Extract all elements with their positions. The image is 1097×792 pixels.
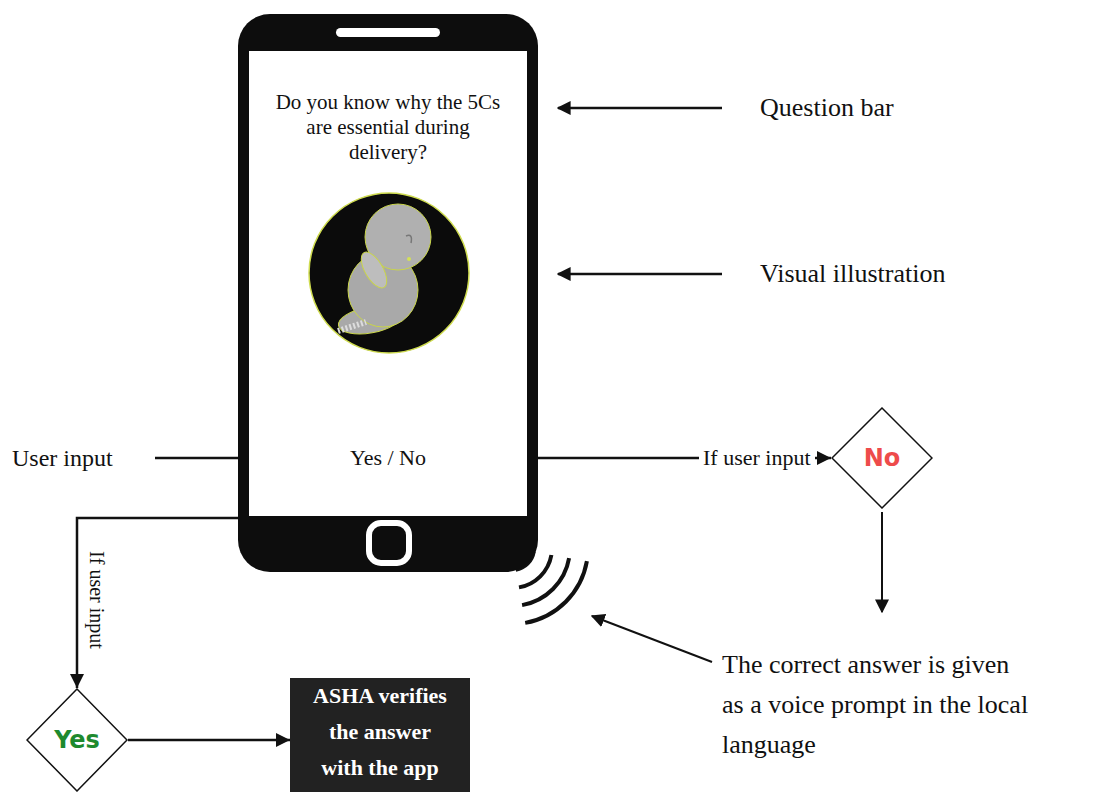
question-text: Do you know why the 5Cs are essential du… xyxy=(268,90,508,165)
leader-arrow xyxy=(881,512,883,612)
edge-label: If user input xyxy=(699,445,815,471)
home-button xyxy=(369,523,409,563)
flow-arrow xyxy=(128,739,290,742)
callout-label: The correct answer is given as a voice p… xyxy=(722,645,1036,765)
decision-diamond: Yes xyxy=(26,688,128,792)
phone-screen: Do you know why the 5Cs are essential du… xyxy=(238,14,538,572)
umbilical-cord xyxy=(338,322,366,331)
edge-label-slot: If user input xyxy=(699,445,815,471)
node-text: Yes xyxy=(54,726,100,754)
callout-label: Visual illustration xyxy=(760,258,945,289)
phone-screen-area xyxy=(249,51,527,516)
edge-label: If user input xyxy=(85,547,109,653)
leader-arrow xyxy=(592,616,712,662)
process-box: ASHA verifies the answer with the app xyxy=(290,678,470,792)
label-slot: The correct answer is given as a voice p… xyxy=(722,645,1036,765)
fetus-mark xyxy=(407,257,411,261)
diamond-shape xyxy=(832,408,932,508)
fetus-ear xyxy=(406,235,411,243)
fetus-arm xyxy=(356,248,392,292)
phone-drawing xyxy=(238,14,538,572)
label-slot: Question bar xyxy=(760,92,894,123)
sound-wave xyxy=(525,561,587,623)
sound-wave xyxy=(522,558,569,605)
leader-arrow xyxy=(558,107,722,110)
diamond-text-area: No xyxy=(831,407,933,509)
diamond-text-area: Yes xyxy=(26,688,128,792)
edge-label-slot: If user input xyxy=(85,547,109,653)
decision-diamond: No xyxy=(831,407,933,509)
phone-body xyxy=(238,14,538,572)
fetus-frame xyxy=(309,193,469,353)
leader-arrow xyxy=(558,273,722,276)
label-slot: Visual illustration xyxy=(760,258,945,289)
callout-label: User input xyxy=(12,444,113,473)
node-text: No xyxy=(864,444,901,472)
phone-speaker xyxy=(336,28,440,37)
node-text: ASHA verifies the answer with the app xyxy=(290,678,470,786)
diamond-shape xyxy=(27,689,127,791)
answer-options: Yes / No xyxy=(350,445,426,471)
flow-arrow xyxy=(77,518,238,688)
label-slot: User input xyxy=(12,444,113,473)
callout-label: Question bar xyxy=(760,92,894,123)
